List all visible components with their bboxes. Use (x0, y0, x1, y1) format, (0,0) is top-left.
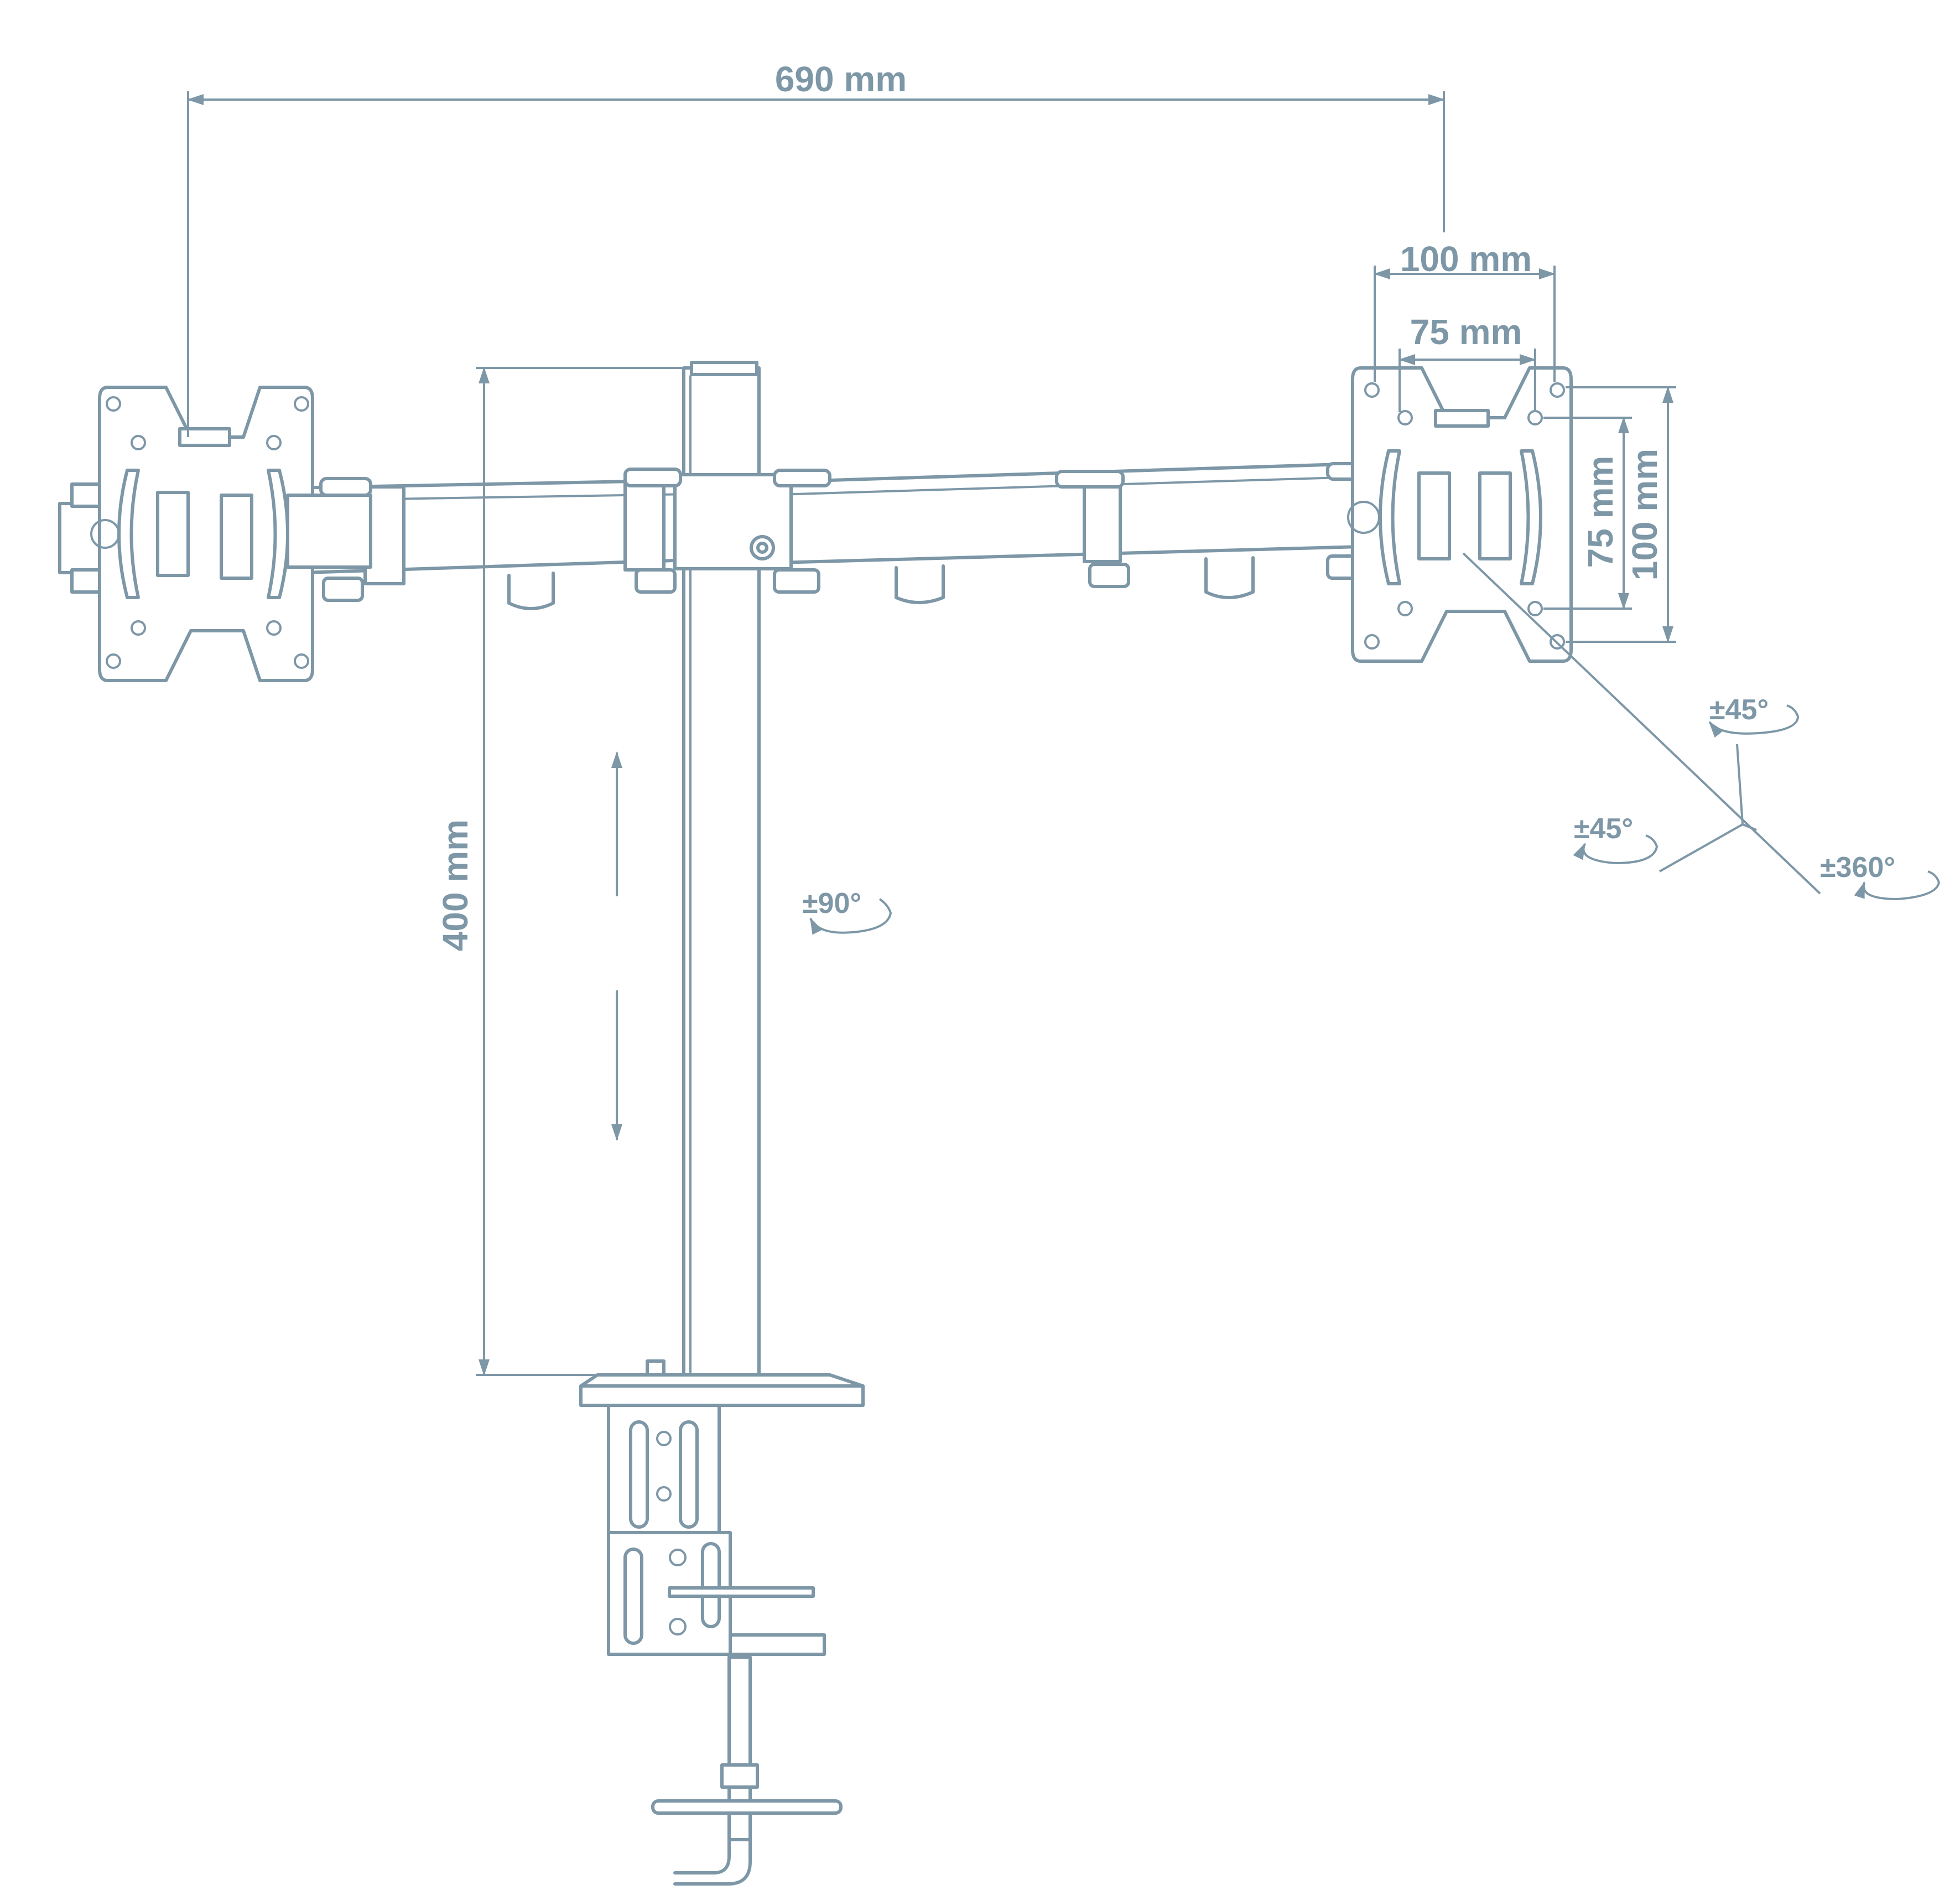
label-arm-span: 690 mm (775, 59, 907, 99)
dimension-vesa-outer-height: 100 mm (1566, 386, 1676, 643)
label-rotation: ±360° (1820, 851, 1895, 884)
desk-clamp (579, 1359, 865, 1886)
rotation-tilt: ±45° (1708, 694, 1800, 738)
label-tilt: ±45° (1709, 694, 1769, 726)
label-vesa-inner-height: 75 mm (1581, 456, 1620, 568)
dimension-vesa-inner-width: 75 mm (1398, 312, 1536, 412)
dimension-vesa-outer-width: 100 mm (1374, 239, 1556, 382)
right-vesa-plate (1347, 366, 1573, 663)
rotation-pole-swivel: ±90° (802, 887, 892, 935)
label-pole-height: 400 mm (435, 819, 475, 951)
arm-bolts (319, 462, 1368, 602)
rotation-plate: ±360° (1820, 851, 1941, 901)
label-vesa-outer-height: 100 mm (1625, 449, 1665, 580)
horizontal-arm (286, 462, 1368, 610)
rotation-swivel: ±45° (1573, 813, 1659, 865)
label-swivel: ±45° (1574, 813, 1633, 845)
left-vesa-plate (58, 386, 372, 682)
label-vesa-inner-width: 75 mm (1410, 312, 1522, 352)
cable-clips (507, 556, 1255, 610)
dimension-arm-span: 690 mm (187, 59, 1445, 437)
label-vesa-outer-width: 100 mm (1400, 239, 1532, 279)
dimension-vesa-inner-height: 75 mm (1543, 417, 1632, 610)
rotation-axes (1462, 552, 1821, 895)
dimension-pole-height: 400 mm (435, 367, 684, 1376)
label-pole-swivel: ±90° (802, 887, 861, 920)
